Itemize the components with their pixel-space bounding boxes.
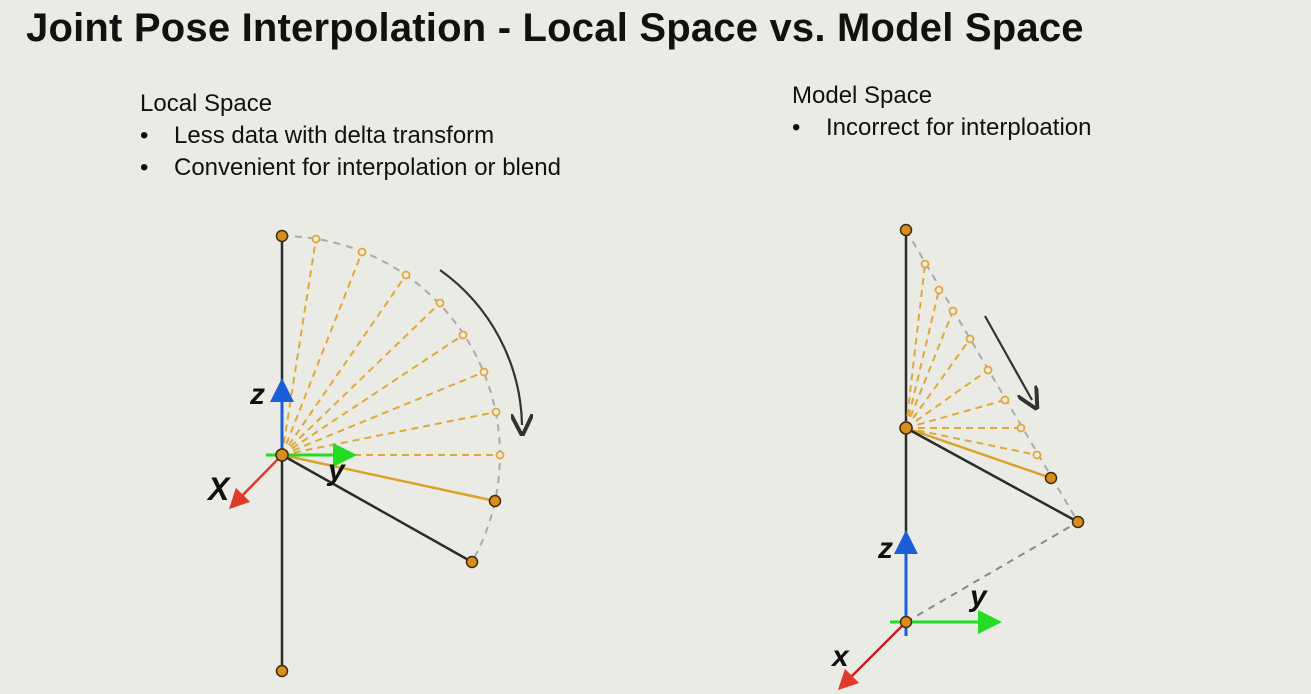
model-space-heading: Model Space: [792, 82, 933, 109]
local-axis-y-label: y: [326, 454, 346, 487]
local-joints: [275, 229, 502, 678]
local-axis-x: [229, 454, 283, 510]
model-space-bullet: Incorrect for interploation: [792, 112, 1091, 144]
local-axis-z-label: z: [249, 378, 265, 411]
local-interp-lines: [281, 238, 500, 456]
model-axis-x-label: x: [830, 640, 850, 673]
local-bone-target: [281, 453, 473, 564]
local-axis-x-label: X: [206, 471, 231, 507]
local-interp-result: [281, 453, 496, 503]
model-space-text: Model Space Incorrect for interploation: [792, 80, 1091, 144]
model-interp-result: [905, 426, 1052, 480]
model-axis-x: [837, 621, 907, 691]
model-axis-z-label: z: [877, 532, 893, 565]
model-axis-y-label: y: [968, 580, 988, 613]
local-space-heading: Local Space: [140, 90, 273, 117]
model-space-bullets: Incorrect for interploation: [792, 112, 1091, 144]
model-joints: [899, 223, 1085, 629]
local-interp-points: [311, 234, 505, 460]
local-rotation-arrow: [439, 269, 522, 425]
model-bone-target: [905, 426, 1079, 524]
model-root-to-end: [905, 521, 1079, 623]
page-title: Joint Pose Interpolation - Local Space v…: [26, 6, 1084, 50]
model-interp-points: [920, 259, 1042, 460]
local-space-bullets: Less data with delta transform Convenien…: [140, 120, 561, 184]
local-space-bullet: Convenient for interpolation or blend: [140, 152, 561, 184]
local-space-diagram: z y X: [206, 229, 522, 678]
local-arc: [281, 235, 501, 563]
model-motion-arrow: [984, 315, 1032, 400]
model-end-path: [905, 229, 1079, 523]
model-interp-lines: [905, 263, 1038, 456]
model-space-diagram: z y x: [830, 223, 1085, 691]
local-space-bullet: Less data with delta transform: [140, 120, 561, 152]
local-space-text: Local Space Less data with delta transfo…: [140, 88, 561, 184]
